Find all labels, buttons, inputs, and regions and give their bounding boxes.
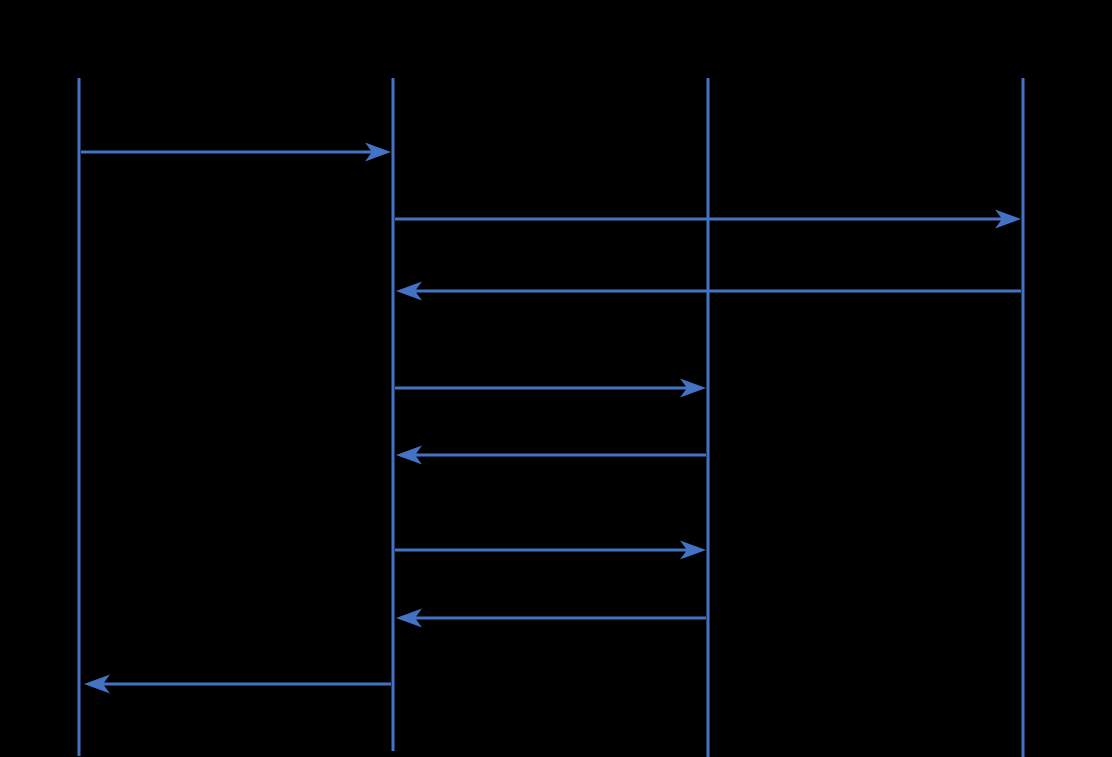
arrowhead-icon xyxy=(396,445,422,465)
arrowhead-icon xyxy=(396,281,422,301)
message-1 xyxy=(81,142,391,162)
message-3 xyxy=(396,281,1021,301)
arrowhead-icon xyxy=(680,378,706,398)
message-8 xyxy=(84,674,391,694)
message-6 xyxy=(395,540,706,560)
message-5 xyxy=(396,445,706,465)
arrowhead-icon xyxy=(84,674,110,694)
arrowhead-icon xyxy=(396,608,422,628)
arrowhead-icon xyxy=(365,142,391,162)
message-4 xyxy=(395,378,706,398)
arrowhead-icon xyxy=(680,540,706,560)
message-7 xyxy=(396,608,706,628)
arrowhead-icon xyxy=(995,209,1021,229)
message-2 xyxy=(395,209,1021,229)
